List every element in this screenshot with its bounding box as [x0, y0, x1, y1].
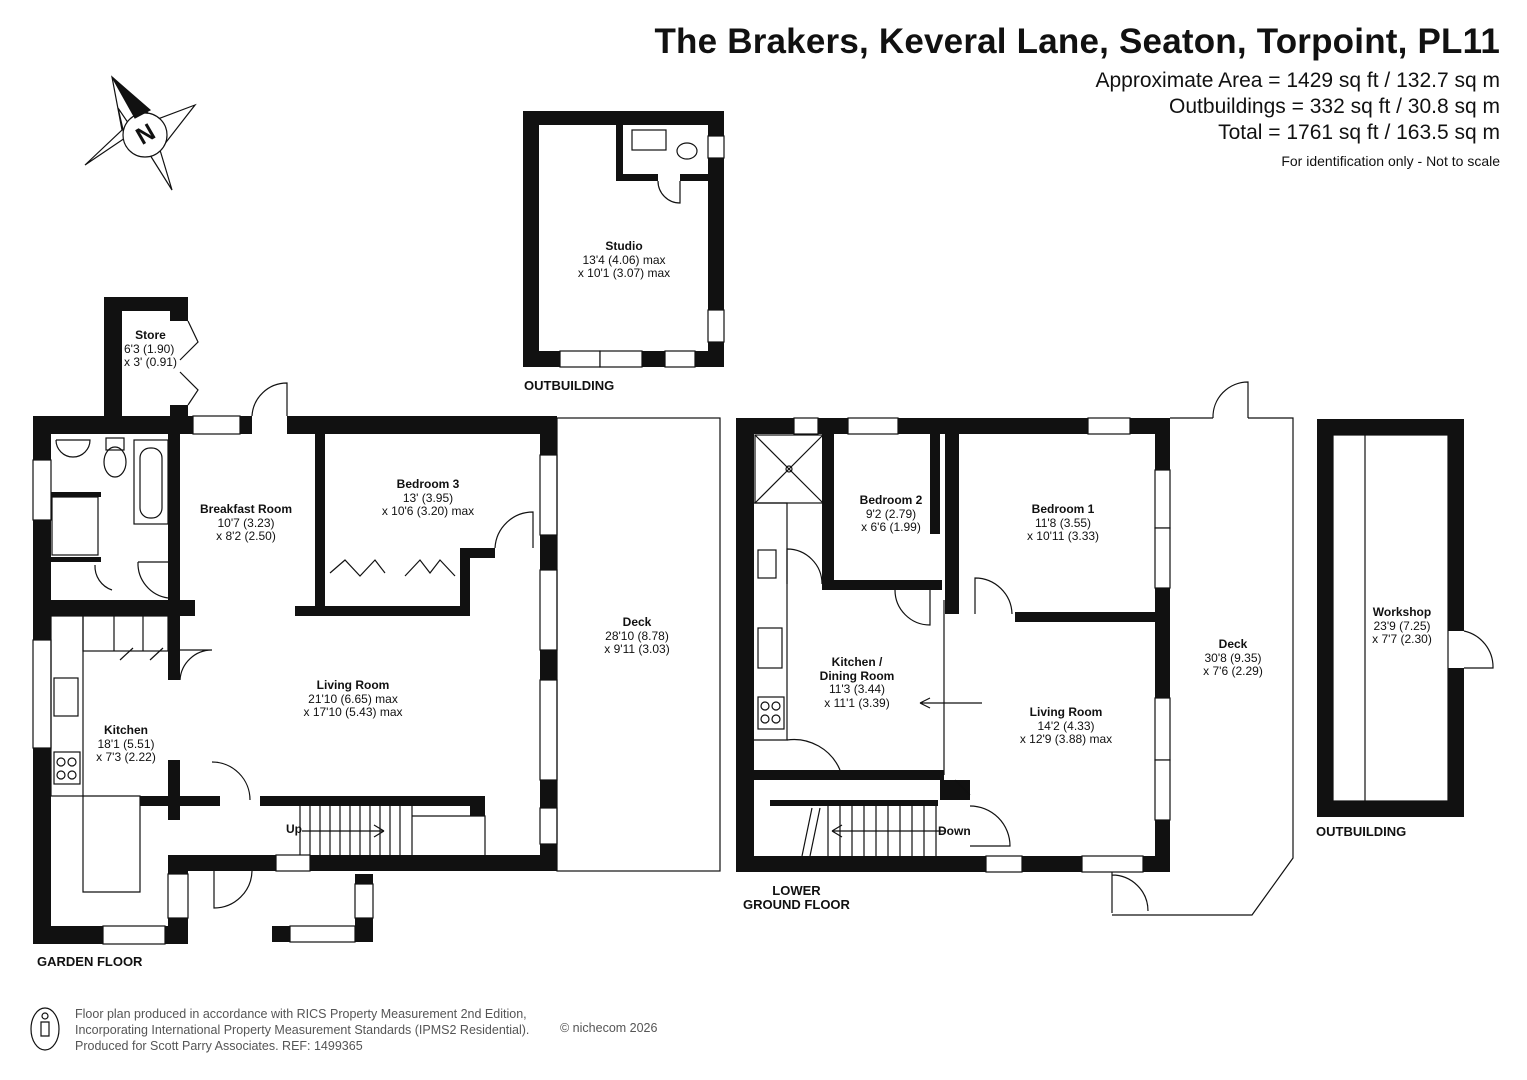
room-kitchen-dining: Kitchen / Dining Room 11'3 (3.44) x 11'1… — [819, 655, 895, 710]
room-name: Breakfast Room — [199, 502, 293, 516]
room-kitchen: Kitchen 18'1 (5.51) x 7'3 (2.22) — [96, 723, 156, 765]
room-living-garden: Living Room 21'10 (6.65) max x 17'10 (5.… — [303, 678, 403, 720]
room-name: Bedroom 1 — [1031, 502, 1095, 516]
total-area: Total = 1761 sq ft / 163.5 sq m — [1218, 121, 1500, 144]
room-dimension: x 10'6 (3.20) max — [381, 504, 475, 518]
footer-line: Produced for Scott Parry Associates. REF… — [75, 1039, 363, 1053]
room-dimension: 14'2 (4.33) — [1037, 718, 1095, 733]
room-name: Bedroom 2 — [859, 493, 923, 507]
room-dimension: 10'7 (3.23) — [217, 515, 275, 530]
outbuilding-label: OUTBUILDING — [1316, 824, 1407, 839]
room-dimension: x 6'6 (1.99) — [861, 520, 921, 534]
room-name: Workshop — [1372, 605, 1432, 619]
room-dimension: x 10'1 (3.07) max — [577, 266, 671, 280]
stairs-up-label: Up — [286, 822, 302, 836]
room-dimension: 13'4 (4.06) max — [582, 252, 666, 267]
page-title: The Brakers, Keveral Lane, Seaton, Torpo… — [654, 22, 1500, 61]
outbuilding-label: OUTBUILDING — [524, 378, 615, 393]
footer-disclaimer: Floor plan produced in accordance with R… — [75, 1006, 529, 1054]
room-name: Kitchen / — [831, 655, 883, 669]
room-name: Living Room — [1029, 705, 1103, 719]
room-bedroom-1: Bedroom 1 11'8 (3.55) x 10'11 (3.33) — [1026, 502, 1100, 544]
room-name: Deck — [622, 615, 652, 629]
outbuildings-area: Outbuildings = 332 sq ft / 30.8 sq m — [1169, 95, 1500, 118]
room-dimension: 13' (3.95) — [402, 490, 454, 505]
room-name: Bedroom 3 — [396, 477, 460, 491]
room-dimension: x 17'10 (5.43) max — [303, 705, 403, 719]
room-name: Studio — [605, 239, 643, 253]
room-dimension: 11'8 (3.55) — [1034, 515, 1092, 530]
room-bedroom-2: Bedroom 2 9'2 (2.79) x 6'6 (1.99) — [859, 493, 923, 535]
approximate-area: Approximate Area = 1429 sq ft / 132.7 sq… — [1095, 69, 1501, 92]
lower-ground-floor-label: LOWER GROUND FLOOR — [741, 884, 852, 912]
room-dimension: 28'10 (8.78) — [605, 628, 669, 643]
room-name: Living Room — [316, 678, 390, 692]
room-dimension: x 9'11 (3.03) — [604, 642, 670, 656]
room-dimension: x 7'7 (2.30) — [1372, 632, 1432, 646]
room-deck-lower: Deck 30'8 (9.35) x 7'6 (2.29) — [1203, 637, 1263, 679]
room-name: Deck — [1218, 637, 1248, 651]
room-dimension: x 7'6 (2.29) — [1203, 664, 1263, 678]
garden-floor-label: GARDEN FLOOR — [37, 954, 143, 969]
copyright-notice: © n⁠ichecom 2026 — [560, 1021, 658, 1035]
floor-label-line: LOWER — [772, 883, 821, 898]
room-dimension: 30'8 (9.35) — [1204, 650, 1262, 665]
room-dimension: x 12'9 (3.88) max — [1019, 732, 1113, 746]
room-dimension: 11'3 (3.44) — [828, 682, 886, 696]
room-dimension: 6'3 (1.90) — [124, 341, 175, 356]
room-dimension: x 7'3 (2.22) — [96, 750, 156, 764]
room-deck-garden: Deck 28'10 (8.78) x 9'11 (3.03) — [604, 615, 670, 657]
room-name-line-2: Dining Room — [819, 668, 895, 683]
workshop-walls — [1317, 419, 1464, 817]
room-breakfast: Breakfast Room 10'7 (3.23) x 8'2 (2.50) — [199, 502, 293, 544]
stairs-down-label: Down — [938, 824, 971, 838]
room-dimension: x 8'2 (2.50) — [216, 529, 276, 543]
footer-line: Floor plan produced in accordance with R… — [75, 1007, 527, 1021]
scale-note: For identification only - Not to scale — [1281, 153, 1500, 169]
footer-line: Incorporating International Property Mea… — [75, 1023, 530, 1037]
room-name: Kitchen — [103, 723, 148, 737]
room-bedroom-3: Bedroom 3 13' (3.95) x 10'6 (3.20) max — [381, 477, 475, 519]
room-living-lower: Living Room 14'2 (4.33) x 12'9 (3.88) ma… — [1019, 705, 1113, 747]
room-dimension: 9'2 (2.79) — [865, 506, 917, 521]
room-dimension: 21'10 (6.65) max — [308, 691, 398, 706]
room-workshop: Workshop 23'9 (7.25) x 7'7 (2.30) — [1372, 605, 1432, 647]
floor-label-line: GROUND FLOOR — [743, 897, 850, 912]
room-dimension: x 10'11 (3.33) — [1026, 529, 1100, 543]
room-dimension: x 11'1 (3.39) — [824, 695, 890, 710]
room-dimension: 23'9 (7.25) — [1373, 618, 1431, 633]
room-name: Store — [135, 328, 166, 342]
lower-ground-walls — [736, 418, 1170, 872]
room-dimension: x 3' (0.91) — [124, 355, 177, 369]
room-dimension: 18'1 (5.51) — [97, 736, 155, 751]
room-studio: Studio 13'4 (4.06) max x 10'1 (3.07) max — [577, 239, 671, 281]
room-store: Store 6'3 (1.90) x 3' (0.91) — [124, 328, 177, 370]
